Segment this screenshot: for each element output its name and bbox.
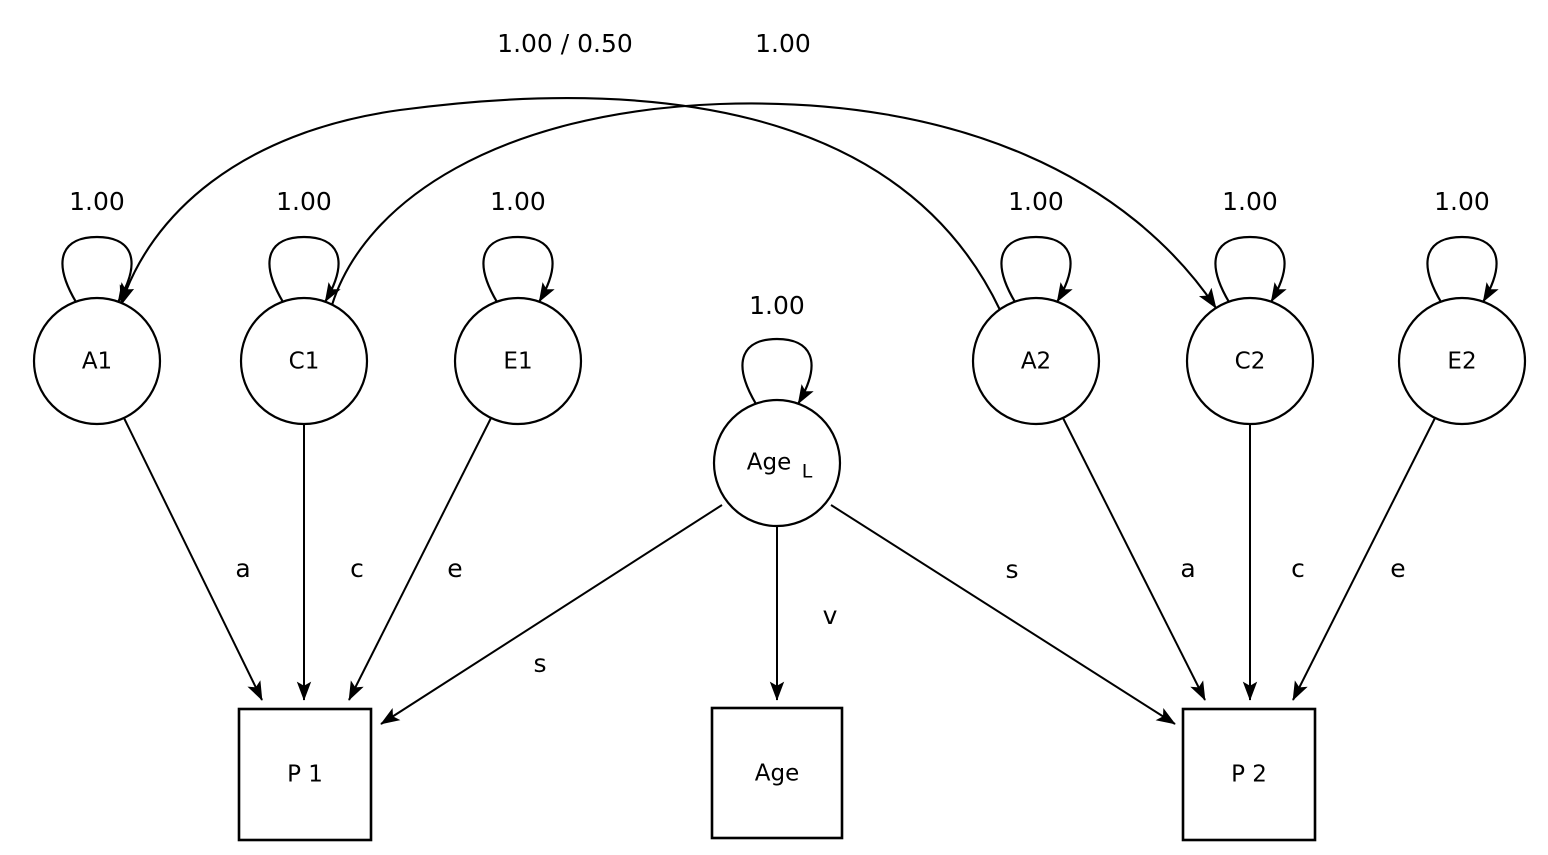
latent-node-c1-label: C1 [289, 349, 320, 375]
path-label-e2-p2: e [1390, 554, 1405, 583]
path-edge-agelatent-p1 [380, 504, 723, 725]
self-loop-c2 [1214, 235, 1287, 322]
latent-node-e2[interactable]: E2 [1397, 296, 1527, 426]
correlation-arc-c1-c2 [318, 102, 1217, 326]
latent-node-e1[interactable]: E1 [453, 296, 583, 426]
variance-label-c2: 1.00 [1222, 187, 1278, 216]
observed-node-age-label: Age [755, 761, 799, 787]
observed-node-p1-label: P 1 [287, 762, 323, 788]
path-label-a2-p2: a [1180, 554, 1195, 583]
correlation-label-c1-c2: 1.00 [755, 29, 811, 58]
path-label-e1-p1: e [447, 554, 462, 583]
path-edge-e2-p2 [1292, 417, 1436, 701]
latent-node-c2-label: C2 [1235, 349, 1266, 375]
correlation-arc-a1-a2 [119, 97, 1016, 331]
variance-label-c1: 1.00 [276, 187, 332, 216]
path-edge-a1-p1 [123, 417, 263, 701]
latent-node-a1[interactable]: A1 [32, 296, 162, 426]
self-loop-age-latent [741, 337, 814, 424]
path-edge-e1-p1 [348, 417, 492, 701]
correlation-label-a1-a2: 1.00 / 0.50 [497, 29, 633, 58]
latent-node-a2-label: A2 [1021, 349, 1051, 375]
variance-label-a2: 1.00 [1008, 187, 1064, 216]
variance-label-e2: 1.00 [1434, 187, 1490, 216]
path-edge-agelatent-p2 [830, 504, 1176, 725]
path-label-a1-p1: a [235, 554, 250, 583]
path-edge-a2-p2 [1062, 417, 1206, 701]
latent-node-age-latent-sublabel: L [802, 461, 813, 483]
variance-label-a1: 1.00 [69, 187, 125, 216]
latent-node-age-latent-label: Age [747, 450, 791, 476]
latent-node-age-latent[interactable]: Age L [712, 398, 842, 528]
observed-node-p1[interactable]: P 1 [237, 707, 373, 842]
path-label-agel-age: v [823, 601, 838, 630]
path-label-agel-p2: s [1005, 555, 1018, 584]
latent-node-e1-label: E1 [503, 349, 532, 375]
latent-node-c1[interactable]: C1 [239, 296, 369, 426]
self-loop-a1 [61, 235, 134, 322]
self-loop-a2 [1000, 235, 1073, 322]
latent-node-a1-label: A1 [82, 349, 112, 375]
latent-node-c2[interactable]: C2 [1185, 296, 1315, 426]
latent-node-a2[interactable]: A2 [971, 296, 1101, 426]
variance-label-e1: 1.00 [490, 187, 546, 216]
self-loop-e1 [482, 235, 555, 322]
observed-node-p2-label: P 2 [1231, 762, 1267, 788]
path-label-c2-p2: c [1291, 554, 1305, 583]
variance-label-age-latent: 1.00 [749, 291, 805, 320]
observed-node-p2[interactable]: P 2 [1181, 707, 1317, 842]
observed-node-age[interactable]: Age [710, 706, 844, 840]
path-label-agel-p1: s [533, 649, 546, 678]
self-loop-e2 [1426, 235, 1499, 322]
path-label-c1-p1: c [350, 554, 364, 583]
latent-node-e2-label: E2 [1447, 349, 1476, 375]
self-loop-c1 [268, 235, 341, 322]
